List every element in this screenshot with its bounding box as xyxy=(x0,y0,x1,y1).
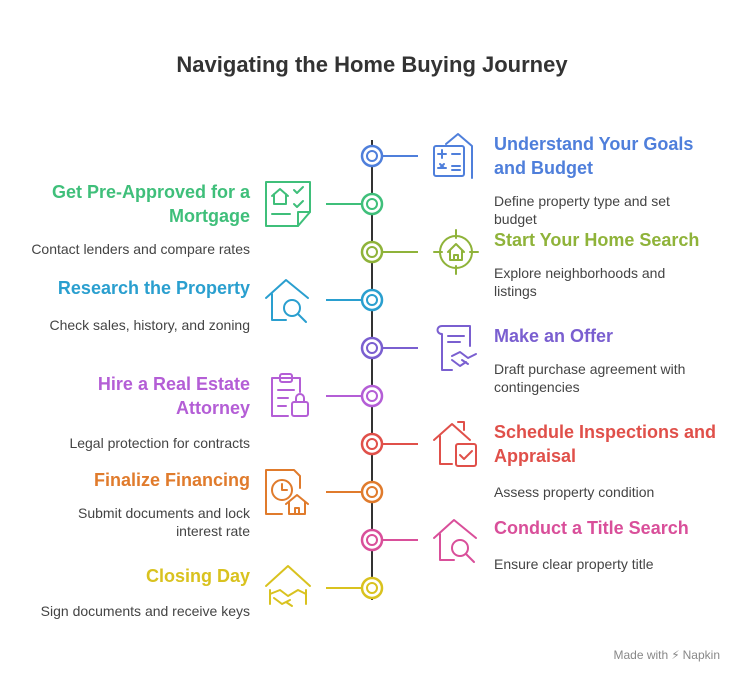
step-description: Draft purchase agreement with contingenc… xyxy=(494,361,686,395)
timeline-node-inner xyxy=(366,342,378,354)
napkin-logo-icon: ⚡ xyxy=(671,648,680,662)
napkin-watermark: Made with⚡Napkin xyxy=(614,648,721,662)
contract-handshake-icon xyxy=(436,325,477,371)
timeline-node-inner xyxy=(366,534,378,546)
timeline-node-inner xyxy=(366,582,378,594)
timeline-node-inner xyxy=(366,246,378,258)
step-title: Closing Day xyxy=(145,566,250,586)
made-with-label: Made with xyxy=(613,648,669,662)
step-description: Submit documents and lock interest rate xyxy=(78,505,250,539)
step-description: Contact lenders and compare rates xyxy=(31,241,250,257)
timeline-node-inner xyxy=(366,294,378,306)
step-description: Define property type and set budget xyxy=(494,193,670,227)
house-search-icon xyxy=(433,519,477,563)
timeline-node-inner xyxy=(366,150,378,162)
step-title: Research the Property xyxy=(57,278,250,298)
house-check-icon xyxy=(433,421,477,467)
step-title: Conduct a Title Search xyxy=(494,518,689,538)
step-description: Assess property condition xyxy=(494,484,655,500)
step-title: Hire a Real Estate Attorney xyxy=(97,374,250,418)
document-clock-house-icon xyxy=(265,469,309,515)
brand-label: Napkin xyxy=(682,648,720,662)
step-title: Schedule Inspections and Appraisal xyxy=(494,422,717,466)
step-title: Get Pre-Approved for a Mortgage xyxy=(51,182,250,226)
timeline-node-inner xyxy=(366,390,378,402)
house-handshake-icon xyxy=(265,565,311,607)
step-title: Start Your Home Search xyxy=(494,230,700,250)
step-title: Make an Offer xyxy=(494,326,614,346)
step-title: Finalize Financing xyxy=(93,470,250,490)
step-description: Legal protection for contracts xyxy=(69,435,250,451)
timeline-node-inner xyxy=(366,438,378,450)
target-house-icon xyxy=(433,229,479,275)
step-description: Explore neighborhoods and listings xyxy=(494,265,666,299)
step-title: Understand Your Goals and Budget xyxy=(494,134,694,178)
clipboard-lock-icon xyxy=(271,373,309,417)
timeline-node-inner xyxy=(366,486,378,498)
house-search-icon xyxy=(265,279,309,323)
timeline-node-inner xyxy=(366,198,378,210)
step-description: Sign documents and receive keys xyxy=(40,603,250,619)
step-description: Ensure clear property title xyxy=(494,556,654,572)
page-title: Navigating the Home Buying Journey xyxy=(176,52,568,77)
step-description: Check sales, history, and zoning xyxy=(49,317,250,333)
calculator-house-icon xyxy=(433,133,473,179)
checklist-house-icon xyxy=(265,181,311,227)
